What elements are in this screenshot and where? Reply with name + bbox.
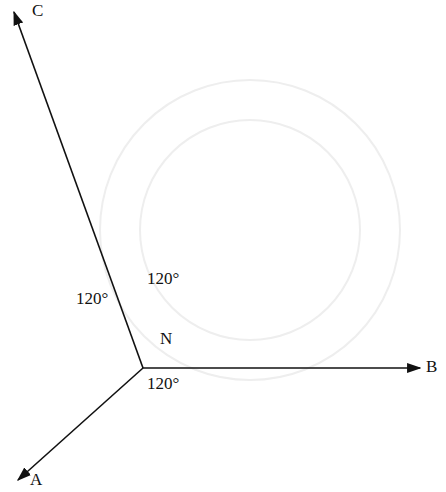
angle-label: 120°	[147, 270, 179, 289]
neutral-letter: N	[160, 330, 172, 349]
angle-label: 120°	[147, 375, 179, 394]
phasor-arrow	[143, 367, 420, 369]
phase-letter: A	[30, 471, 42, 490]
phasor-arrow	[14, 12, 143, 368]
phase-letter: C	[32, 2, 43, 21]
angle-label: 120°	[76, 290, 108, 309]
circle-watermark	[100, 80, 400, 380]
phase-letter: B	[426, 358, 437, 377]
phasor-arrow	[18, 368, 143, 480]
